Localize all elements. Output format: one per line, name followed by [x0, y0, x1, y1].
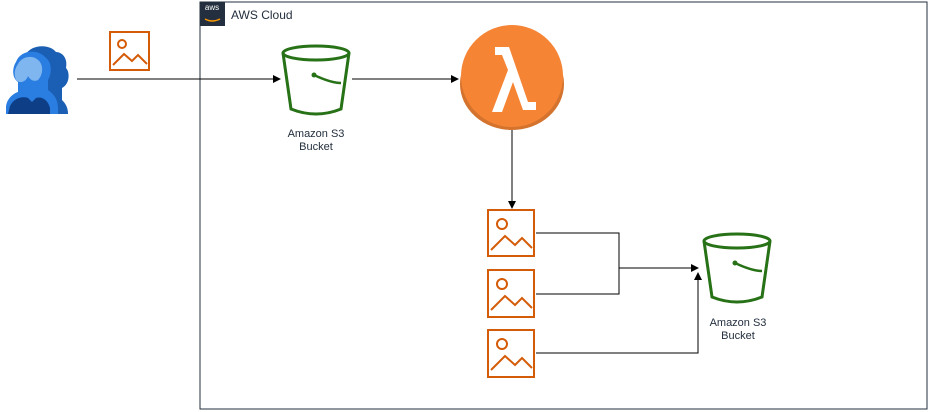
s3-bucket-icon: [281, 44, 351, 116]
bucket-top-label: Amazon S3 Bucket: [270, 128, 362, 154]
edge-image2-to-bucket: [536, 268, 620, 295]
users-icon: [6, 46, 69, 114]
image-icon: [487, 209, 535, 257]
bucket-right-label-line2: Bucket: [721, 330, 755, 342]
s3-bucket-icon: [702, 232, 772, 304]
aws-logo-text: aws: [204, 3, 220, 12]
image-icon: [487, 329, 535, 378]
image-icon: [109, 31, 150, 71]
aws-smile-icon: [204, 18, 221, 22]
aws-logo-badge: [200, 2, 225, 26]
edge-image1-to-bucket: [536, 232, 699, 272]
bucket-top-label-line2: Bucket: [299, 141, 333, 153]
aws-cloud-group: [199, 1, 928, 410]
edge-image3-to-bucket: [536, 272, 702, 354]
image-icon: [487, 269, 535, 318]
lambda-icon: [460, 25, 564, 130]
cloud-group-title: AWS Cloud: [231, 8, 293, 22]
bucket-right-label-line1: Amazon S3: [709, 317, 767, 329]
bucket-right-label: Amazon S3 Bucket: [692, 317, 784, 343]
bucket-top-label-line1: Amazon S3: [287, 128, 345, 140]
